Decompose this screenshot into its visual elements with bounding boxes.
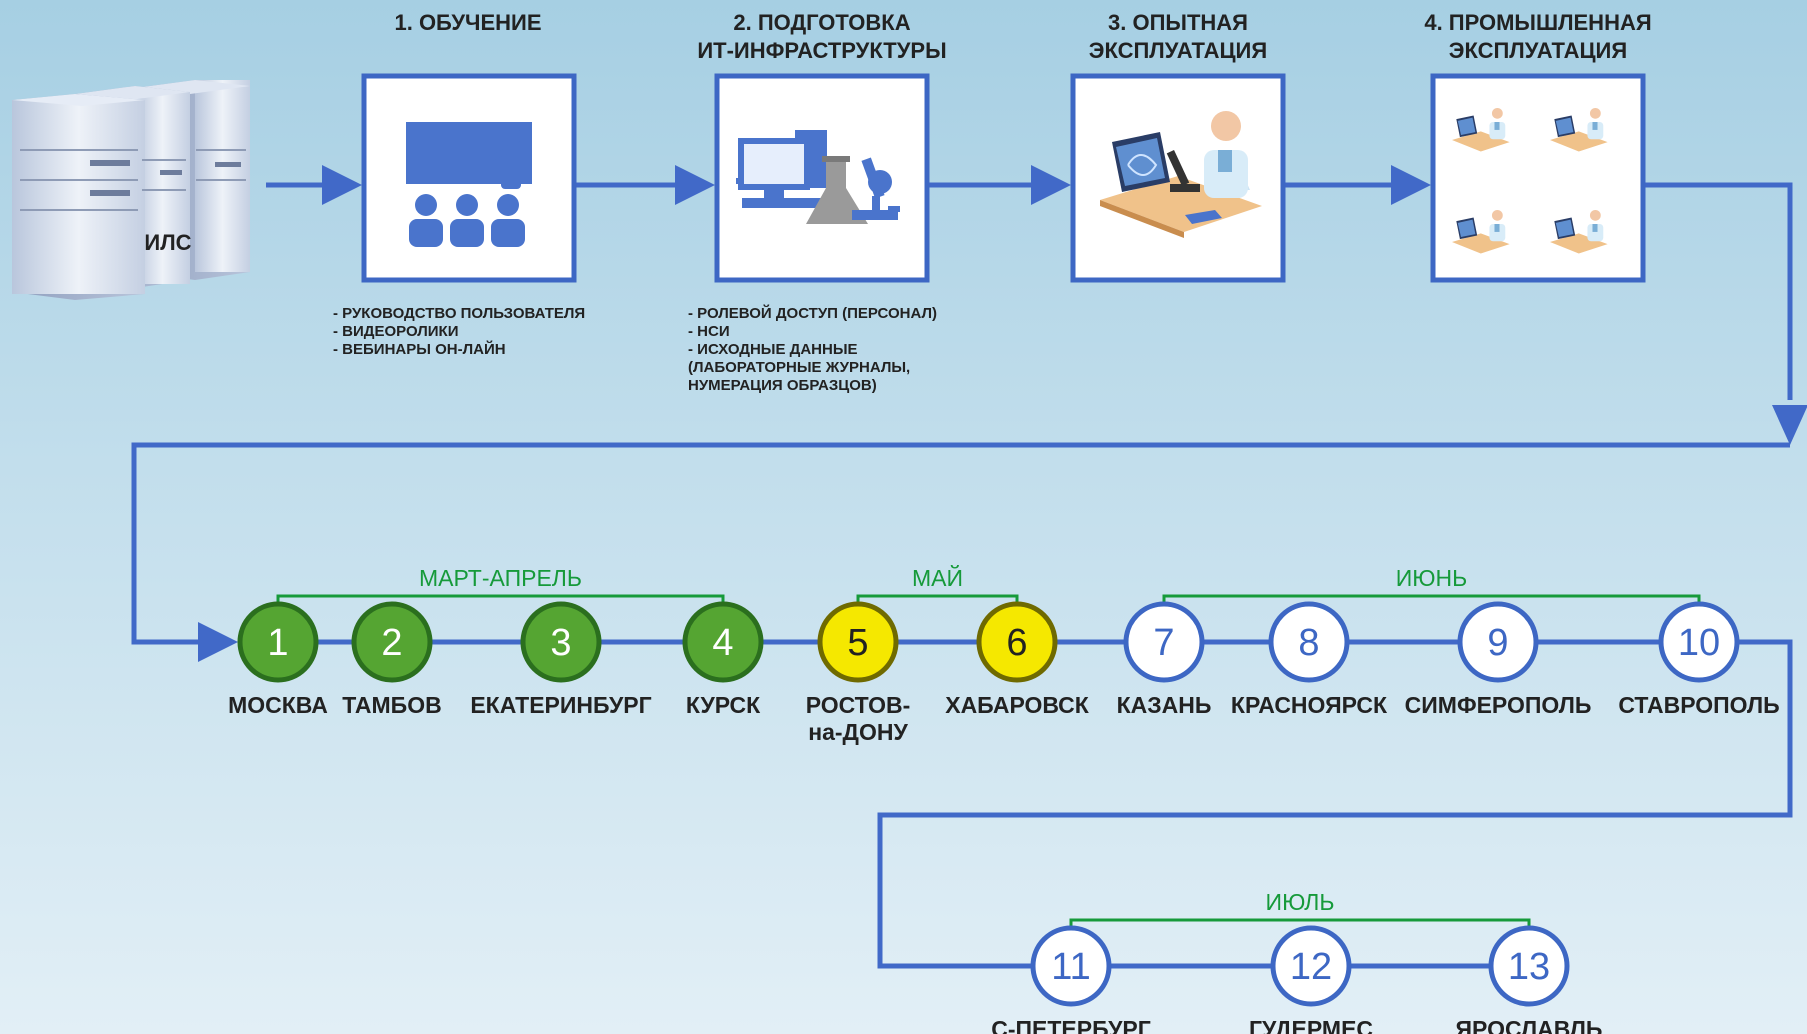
arrow-to-stage-2 xyxy=(675,165,715,205)
multiple-lab-workers-icon xyxy=(1452,107,1608,254)
timeline-row-2 xyxy=(877,639,1793,969)
site-number: 5 xyxy=(847,622,868,664)
stage-2-title: ИТ-ИНФРАСТРУКТУРЫ xyxy=(697,38,946,63)
site-number: 10 xyxy=(1678,622,1720,664)
arrow-to-stage-1 xyxy=(322,165,362,205)
stage-3-title: ЭКСПЛУАТАЦИЯ xyxy=(1089,38,1267,63)
period-label: ИЮНЬ xyxy=(1396,565,1467,591)
arrow-to-site-1 xyxy=(198,622,238,662)
arrow-down-right xyxy=(1772,405,1807,445)
site-number: 1 xyxy=(267,622,288,664)
site-city-label: СТАВРОПОЛЬ xyxy=(1618,692,1779,718)
stage-1-note: - ВЕБИНАРЫ ОН-ЛАЙН xyxy=(333,340,506,358)
connector-stage-4-down xyxy=(1645,182,1793,400)
server-icon xyxy=(12,80,250,300)
site-number: 4 xyxy=(712,622,733,664)
site-city-label: ГУДЕРМЕС xyxy=(1249,1016,1373,1034)
arrow-to-stage-4 xyxy=(1391,165,1431,205)
stage-2-note: НУМЕРАЦИЯ ОБРАЗЦОВ) xyxy=(688,377,877,394)
site-circle xyxy=(1658,601,1740,683)
site-circle xyxy=(237,601,319,683)
site-city-label: ЕКАТЕРИНБУРГ xyxy=(470,692,651,718)
period-bracket-line xyxy=(276,594,725,608)
period-label: МАРТ-АПРЕЛЬ xyxy=(419,565,582,591)
stage-2-note: - НСИ xyxy=(688,323,730,340)
stage-2-title: 2. ПОДГОТОВКА xyxy=(733,10,910,35)
site-circle xyxy=(976,601,1058,683)
site-circle xyxy=(1270,925,1352,1007)
arrow-to-stage-3 xyxy=(1031,165,1071,205)
site-city-label: ХАБАРОВСК xyxy=(945,692,1089,718)
site-circle xyxy=(682,601,764,683)
connector-to-row-1 xyxy=(131,442,1790,645)
source-label: ИЛС xyxy=(144,230,191,255)
site-city-label: КАЗАНЬ xyxy=(1117,692,1212,718)
site-number: 2 xyxy=(381,622,402,664)
stage-1-note: - ВИДЕОРОЛИКИ xyxy=(333,323,458,340)
stage-4-title: ЭКСПЛУАТАЦИЯ xyxy=(1449,38,1627,63)
site-number: 8 xyxy=(1298,622,1319,664)
period-bracket-1: МАРТ-АПРЕЛЬ xyxy=(276,565,725,608)
stage-texts: 1. ОБУЧЕНИЕ- РУКОВОДСТВО ПОЛЬЗОВАТЕЛЯ- В… xyxy=(333,10,1652,394)
site-circle xyxy=(1030,925,1112,1007)
site-city-label: ЯРОСЛАВЛЬ xyxy=(1456,1016,1603,1034)
site-circle xyxy=(351,601,433,683)
site-nodes: 1МОСКВА2ТАМБОВ3ЕКАТЕРИНБУРГ4КУРСК5РОСТОВ… xyxy=(228,601,1780,1034)
site-city-label: МОСКВА xyxy=(228,692,328,718)
site-number: 3 xyxy=(550,622,571,664)
site-city-label: ТАМБОВ xyxy=(342,692,441,718)
stage-1-title: 1. ОБУЧЕНИЕ xyxy=(394,10,541,35)
flow-connectors xyxy=(131,165,1807,969)
site-city-label: СИМФЕРОПОЛЬ xyxy=(1405,692,1592,718)
stage-4-box xyxy=(1430,73,1646,283)
site-circle xyxy=(1268,601,1350,683)
site-city-label: КРАСНОЯРСК xyxy=(1231,692,1388,718)
site-number: 11 xyxy=(1051,946,1090,988)
site-circle xyxy=(1123,601,1205,683)
site-number: 9 xyxy=(1487,622,1508,664)
period-bracket-line xyxy=(1162,594,1701,608)
period-bracket-line xyxy=(856,594,1019,608)
stage-2-note: (ЛАБОРАТОРНЫЕ ЖУРНАЛЫ, xyxy=(688,359,910,376)
site-city-label: С-ПЕТЕРБУРГ xyxy=(991,1016,1151,1034)
site-city-label: на-ДОНУ xyxy=(808,719,908,745)
computer-lab-icon xyxy=(736,130,900,224)
period-bracket-4: ИЮЛЬ xyxy=(1069,889,1531,932)
site-circle xyxy=(1457,601,1539,683)
stage-1-note: - РУКОВОДСТВО ПОЛЬЗОВАТЕЛЯ xyxy=(333,305,585,322)
period-label: ИЮЛЬ xyxy=(1266,889,1335,915)
stage-2-note: - РОЛЕВОЙ ДОСТУП (ПЕРСОНАЛ) xyxy=(688,304,937,322)
site-city-label: КУРСК xyxy=(686,692,761,718)
site-node-11: 11С-ПЕТЕРБУРГ xyxy=(991,925,1151,1034)
site-circle xyxy=(520,601,602,683)
site-city-label: РОСТОВ- xyxy=(806,692,911,718)
period-bracket-2: МАЙ xyxy=(856,564,1019,608)
stage-2-note: - ИСХОДНЫЕ ДАННЫЕ xyxy=(688,341,858,358)
site-number: 12 xyxy=(1290,946,1332,988)
stage-4-title: 4. ПРОМЫШЛЕННАЯ xyxy=(1424,10,1651,35)
stage-3-title: 3. ОПЫТНАЯ xyxy=(1108,10,1248,35)
site-number: 7 xyxy=(1153,622,1174,664)
period-label: МАЙ xyxy=(912,564,963,591)
lab-worker-icon xyxy=(1100,111,1262,238)
site-number: 13 xyxy=(1508,946,1550,988)
classroom-icon xyxy=(406,122,532,247)
period-bracket-3: ИЮНЬ xyxy=(1162,565,1701,608)
site-number: 6 xyxy=(1006,622,1027,664)
site-circle xyxy=(1488,925,1570,1007)
site-circle xyxy=(817,601,899,683)
